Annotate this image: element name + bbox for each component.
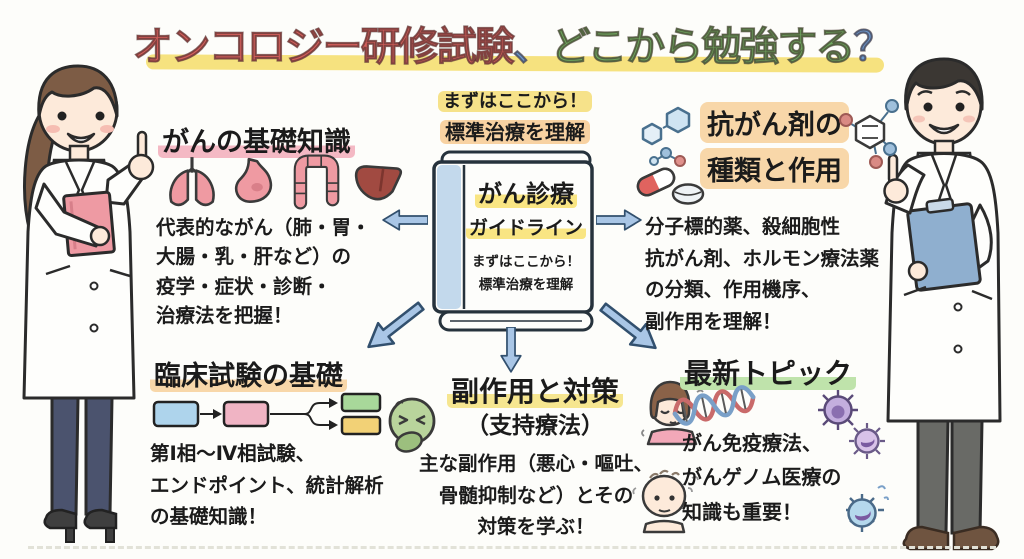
tagline-line2: 標準治療を理解 [440, 120, 590, 144]
tagline-line1: まずはここから！ [438, 91, 592, 112]
arrow-diagonal-down-left-icon [367, 301, 425, 349]
book-cover-text: がん診療 ガイドライン まずはここから！ 標準治療を理解 [462, 174, 590, 293]
drugs-body-line: 副作用を理解！ [645, 309, 782, 333]
section-side-effects-heading: 副作用と対策 [420, 370, 650, 410]
liver-icon [354, 165, 403, 201]
basics-body-line: 疫学・症状・診断・ [156, 274, 332, 298]
side-effects-subheading: （支持療法） [466, 413, 604, 439]
immune-cell-icon [818, 390, 858, 430]
drugs-body-line: 抗がん剤、ホルモン療法薬 [645, 246, 880, 270]
title-question-mark: ？ [853, 24, 894, 71]
side-effects-body-line: 骨髄抑制など）とその [438, 483, 634, 507]
basics-body-line: 治療法を把握！ [156, 303, 293, 327]
section-topics-heading: 最新トピック [680, 352, 857, 392]
molecule-cluster-icon [636, 106, 705, 205]
colon-icon [293, 154, 340, 210]
arrow-down-icon [500, 327, 522, 373]
trials-body-line: エンドポイント、統計解析 [150, 473, 384, 497]
female-doctor-drawing [22, 64, 155, 543]
title-comma: 、 [512, 24, 553, 71]
trials-body-line: 第Ⅰ相～Ⅳ相試験、 [150, 442, 316, 465]
drugs-body-line: 分子標的薬、殺細胞性 [645, 215, 841, 238]
trials-heading-text: 臨床試験の基礎 [150, 361, 347, 392]
trials-body-line: の基礎知識！ [150, 505, 268, 529]
book-title-line2: ガイドライン [465, 217, 586, 239]
side-effects-heading-text: 副作用と対策 [446, 375, 623, 408]
arrow-right-icon [596, 209, 642, 231]
side-effects-body-line: 主な副作用（悪心・嘔吐、 [418, 452, 653, 475]
book-sub-line1: まずはここから！ [472, 254, 580, 270]
title-question-text: どこから勉強する [550, 24, 856, 71]
book-tagline: まずはここから！ 標準治療を理解 [420, 87, 610, 145]
immune-cell-icon [849, 423, 885, 459]
organ-icons-row [166, 154, 404, 210]
topics-heading-text: 最新トピック [680, 357, 857, 390]
section-topics-body: がん免疫療法、 がんゲノム医療の 知識も重要！ [682, 426, 841, 529]
male-doctor-illustration [856, 55, 1022, 555]
section-trials-heading: 臨床試験の基礎 [150, 354, 347, 393]
arrow-diagonal-down-right-icon [599, 302, 657, 350]
side-effects-body-line: 対策を学ぶ！ [477, 515, 595, 539]
page-title: オンコロジー研修試験、どこから勉強する？ [0, 14, 1024, 72]
basics-heading-text: がんの基礎知識 [158, 127, 355, 158]
section-basics-body: 代表的ながん（肺・胃・ 大腸・乳・肝など）の 疫学・症状・診断・ 治療法を把握！ [156, 213, 371, 330]
title-main-text: オンコロジー研修試験 [132, 24, 515, 71]
immune-cell-icon [846, 485, 889, 532]
basics-body-line: 大腸・乳・肝など）の [156, 245, 352, 269]
lungs-icon [169, 157, 215, 207]
male-doctor-drawing [883, 57, 1002, 551]
ground-line [28, 546, 996, 549]
stomach-icon [234, 157, 273, 203]
section-trials-body: 第Ⅰ相～Ⅳ相試験、 エンドポイント、統計解析 の基礎知識！ [150, 438, 384, 533]
book-sub-line2: 標準治療を理解 [478, 277, 574, 293]
basics-body-line: 代表的ながん（肺・胃・ [156, 216, 371, 239]
dna-icon [672, 385, 756, 426]
section-basics-heading: がんの基礎知識 [158, 120, 355, 159]
female-doctor-illustration [6, 62, 156, 556]
phase-flowchart-icon [152, 392, 382, 436]
section-side-effects-body: 主な副作用（悪心・嘔吐、 骨髄抑制など）とその 対策を学ぶ！ [408, 448, 664, 543]
nausea-face-icon [388, 397, 436, 453]
topics-body-line: がん免疫療法、 [682, 431, 822, 455]
section-drugs-body: 分子標的薬、殺細胞性 抗がん剤、ホルモン療法薬 の分類、作用機序、 副作用を理解… [645, 211, 879, 337]
benzene-molecule-icon [839, 99, 899, 169]
drugs-body-line: の分類、作用機序、 [645, 278, 821, 302]
topics-body-line: がんゲノム医療の [682, 465, 842, 490]
topics-body-line: 知識も重要！ [682, 499, 802, 524]
drugs-heading-line1: 抗がん剤の [700, 102, 849, 143]
arrow-left-icon [382, 209, 428, 231]
drugs-heading-line2: 種類と作用 [700, 148, 849, 189]
book-title-line1: がん診療 [475, 180, 577, 208]
hair-loss-man-icon [632, 469, 699, 534]
section-drugs-heading: 抗がん剤の 種類と作用 [700, 102, 849, 189]
